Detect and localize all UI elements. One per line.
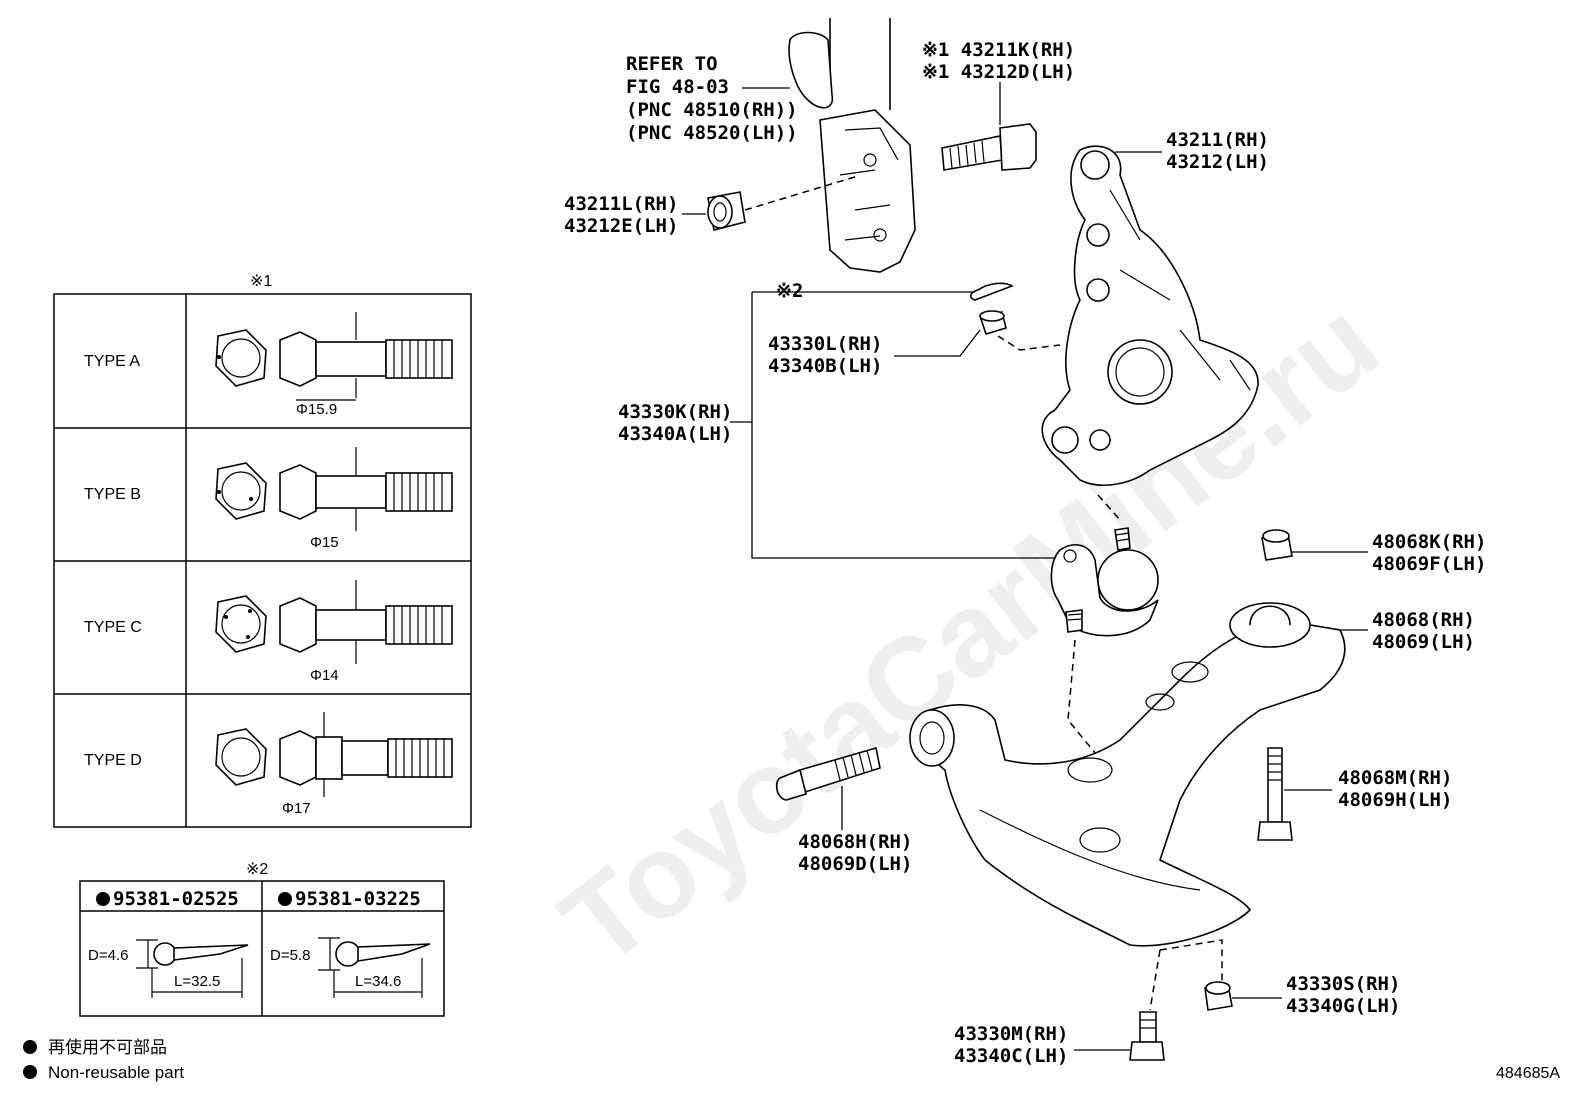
refer-line-2: FIG 48-03 (626, 76, 729, 98)
pin-1-drawing (136, 939, 249, 998)
refer-line-4: (PNC 48520(LH)) (626, 122, 798, 144)
non-reusable-mark-icon (278, 892, 292, 906)
bolt-table-mark: ※1 (250, 273, 272, 290)
camber-bolt-drawing (941, 123, 1037, 171)
leader-lines (682, 82, 1368, 1051)
refer-line-1: REFER TO (626, 53, 718, 75)
callout-48068M[interactable]: 48068M(RH) (1338, 767, 1452, 789)
callout-48069[interactable]: 48069(LH) (1372, 631, 1475, 653)
cotter-pin-table: ※2 95381-02525 95381-03225 D=4.6 L=32.5 … (79, 861, 445, 1017)
arm-nut-drawing (1261, 529, 1293, 561)
callout-48069D[interactable]: 48069D(LH) (798, 853, 912, 875)
pin-2-d: D=5.8 (270, 947, 310, 964)
lower-arm-drawing (909, 602, 1346, 947)
callout-43330K[interactable]: 43330K(RH) (618, 401, 732, 423)
shock-absorber-drawing (788, 18, 916, 273)
callout-43211K[interactable]: ※1 43211K(RH) (922, 39, 1075, 61)
type-c-label: TYPE C (84, 619, 142, 636)
pin-table-mark: ※2 (246, 861, 268, 878)
callout-48068K[interactable]: 48068K(RH) (1372, 531, 1486, 553)
front-arm-bolt-drawing (775, 746, 881, 801)
legend: 再使用不可部品 Non-reusable part (23, 1037, 184, 1082)
callout-43211[interactable]: 43211(RH) (1166, 129, 1269, 151)
type-d-diameter: Φ17 (282, 800, 311, 817)
legend-en: Non-reusable part (48, 1063, 184, 1082)
callout-43340A[interactable]: 43340A(LH) (618, 423, 732, 445)
callout-43212[interactable]: 43212(LH) (1166, 151, 1269, 173)
pin-2-l: L=34.6 (355, 973, 401, 990)
type-c-diameter: Φ14 (310, 667, 339, 684)
refer-line-3: (PNC 48510(RH)) (626, 99, 798, 121)
pin-part-1[interactable]: 95381-02525 (113, 888, 239, 910)
type-d-bolt-drawing (215, 712, 453, 797)
type-b-bolt-drawing (215, 447, 453, 531)
ball-joint-nut-drawing (1204, 981, 1233, 1011)
type-b-diameter: Φ15 (310, 534, 339, 551)
callout-mark-2: ※2 (776, 280, 803, 302)
callout-43330M[interactable]: 43330M(RH) (954, 1023, 1068, 1045)
callout-43340G[interactable]: 43340G(LH) (1286, 995, 1400, 1017)
pin-part-2[interactable]: 95381-03225 (295, 888, 421, 910)
callout-48068[interactable]: 48068(RH) (1372, 609, 1475, 631)
callout-48068H[interactable]: 48068H(RH) (798, 831, 912, 853)
callout-43330S[interactable]: 43330S(RH) (1286, 973, 1400, 995)
type-a-bolt-drawing (215, 312, 453, 401)
callout-43212D[interactable]: ※1 43212D(LH) (922, 61, 1075, 83)
legend-dot-icon (23, 1040, 37, 1054)
legend-dot-icon (23, 1065, 37, 1079)
callout-43340C[interactable]: 43340C(LH) (954, 1045, 1068, 1067)
callout-48069F[interactable]: 48069F(LH) (1372, 553, 1486, 575)
callout-43212E[interactable]: 43212E(LH) (564, 215, 678, 237)
ball-joint-bolt-drawing (1129, 1011, 1165, 1061)
type-d-label: TYPE D (84, 752, 142, 769)
type-c-bolt-drawing (215, 580, 453, 664)
type-b-label: TYPE B (84, 486, 141, 503)
ball-joint-drawing (1050, 527, 1159, 637)
callout-43340B[interactable]: 43340B(LH) (768, 355, 882, 377)
pin-2-drawing (318, 937, 431, 998)
steering-knuckle-drawing (1041, 145, 1259, 486)
callout-48069H[interactable]: 48069H(LH) (1338, 789, 1452, 811)
part-callouts: ※1 43211K(RH) ※1 43212D(LH) 43211(RH) 43… (564, 39, 1486, 1067)
type-a-diameter: Φ15.9 (296, 401, 337, 418)
callout-43211L[interactable]: 43211L(RH) (564, 193, 678, 215)
pin-1-d: D=4.6 (88, 947, 128, 964)
refer-note: REFER TO FIG 48-03 (PNC 48510(RH)) (PNC … (626, 53, 798, 144)
rear-arm-bolt-drawing (1257, 747, 1293, 841)
diagram-id: 484685A (1496, 1065, 1560, 1082)
type-a-label: TYPE A (84, 353, 140, 370)
legend-jp: 再使用不可部品 (48, 1037, 167, 1057)
cotter-pin-drawing (969, 282, 1014, 335)
camber-nut-drawing (707, 191, 746, 231)
non-reusable-mark-icon (96, 892, 110, 906)
bolt-type-table: ※1 TYPE A TYPE B TYPE C TYPE D Φ15.9 Φ15… (53, 273, 472, 828)
callout-43330L[interactable]: 43330L(RH) (768, 333, 882, 355)
pin-1-l: L=32.5 (174, 973, 220, 990)
